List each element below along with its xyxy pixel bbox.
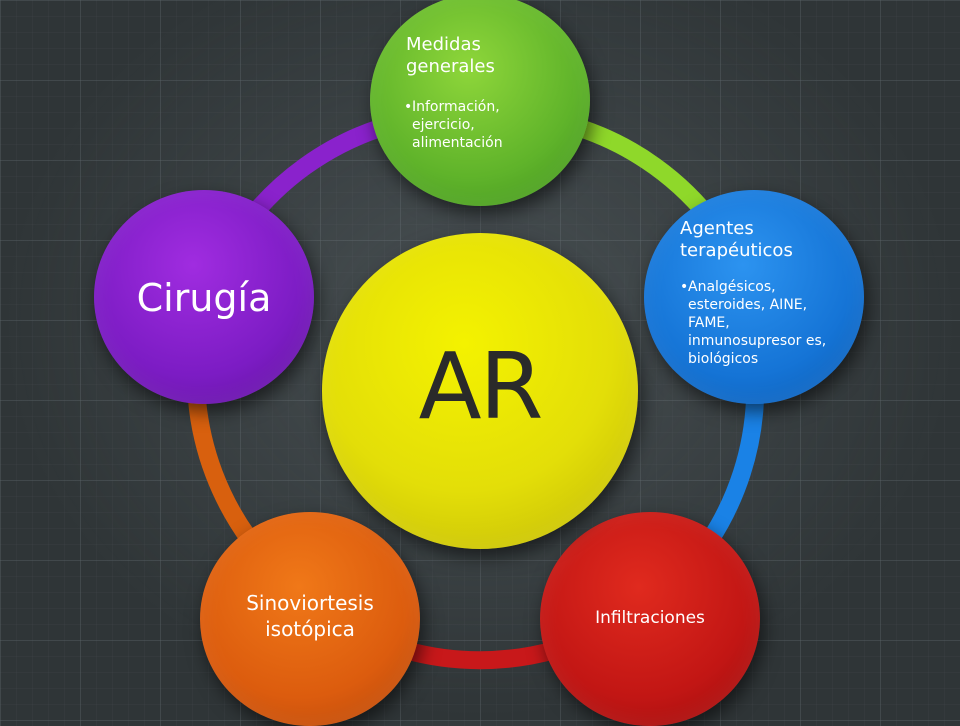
node-label: Sinoviortesis isotópica — [246, 591, 374, 641]
node-sinoviortesis: Sinoviortesis isotópica — [200, 512, 420, 726]
node-title: Agentes terapéuticos — [680, 218, 793, 261]
node-bullet-list: Información, ejercicio, alimentación — [404, 98, 554, 152]
bullet-item: Información, ejercicio, alimentación — [404, 98, 554, 152]
arc-red-orange — [402, 641, 558, 670]
node-center-ar: AR — [322, 233, 638, 549]
node-label: Cirugía — [136, 276, 272, 320]
node-infiltraciones: Infiltraciones — [540, 512, 760, 726]
center-label: AR — [418, 332, 544, 440]
node-label: Infiltraciones — [595, 608, 705, 628]
node-cirugia: Cirugía — [94, 190, 314, 404]
arc-orange-purple — [188, 399, 258, 546]
node-bullet-list: Analgésicos, esteroides, AINE, FAME, inm… — [680, 278, 840, 368]
node-medidas-generales: Medidas generales Información, ejercicio… — [370, 0, 590, 206]
bullet-item: Analgésicos, esteroides, AINE, FAME, inm… — [680, 278, 840, 368]
arc-blue-red — [702, 399, 764, 545]
node-title: Medidas generales — [406, 34, 495, 77]
node-agentes-terapeuticos: Agentes terapéuticos Analgésicos, estero… — [644, 190, 864, 404]
